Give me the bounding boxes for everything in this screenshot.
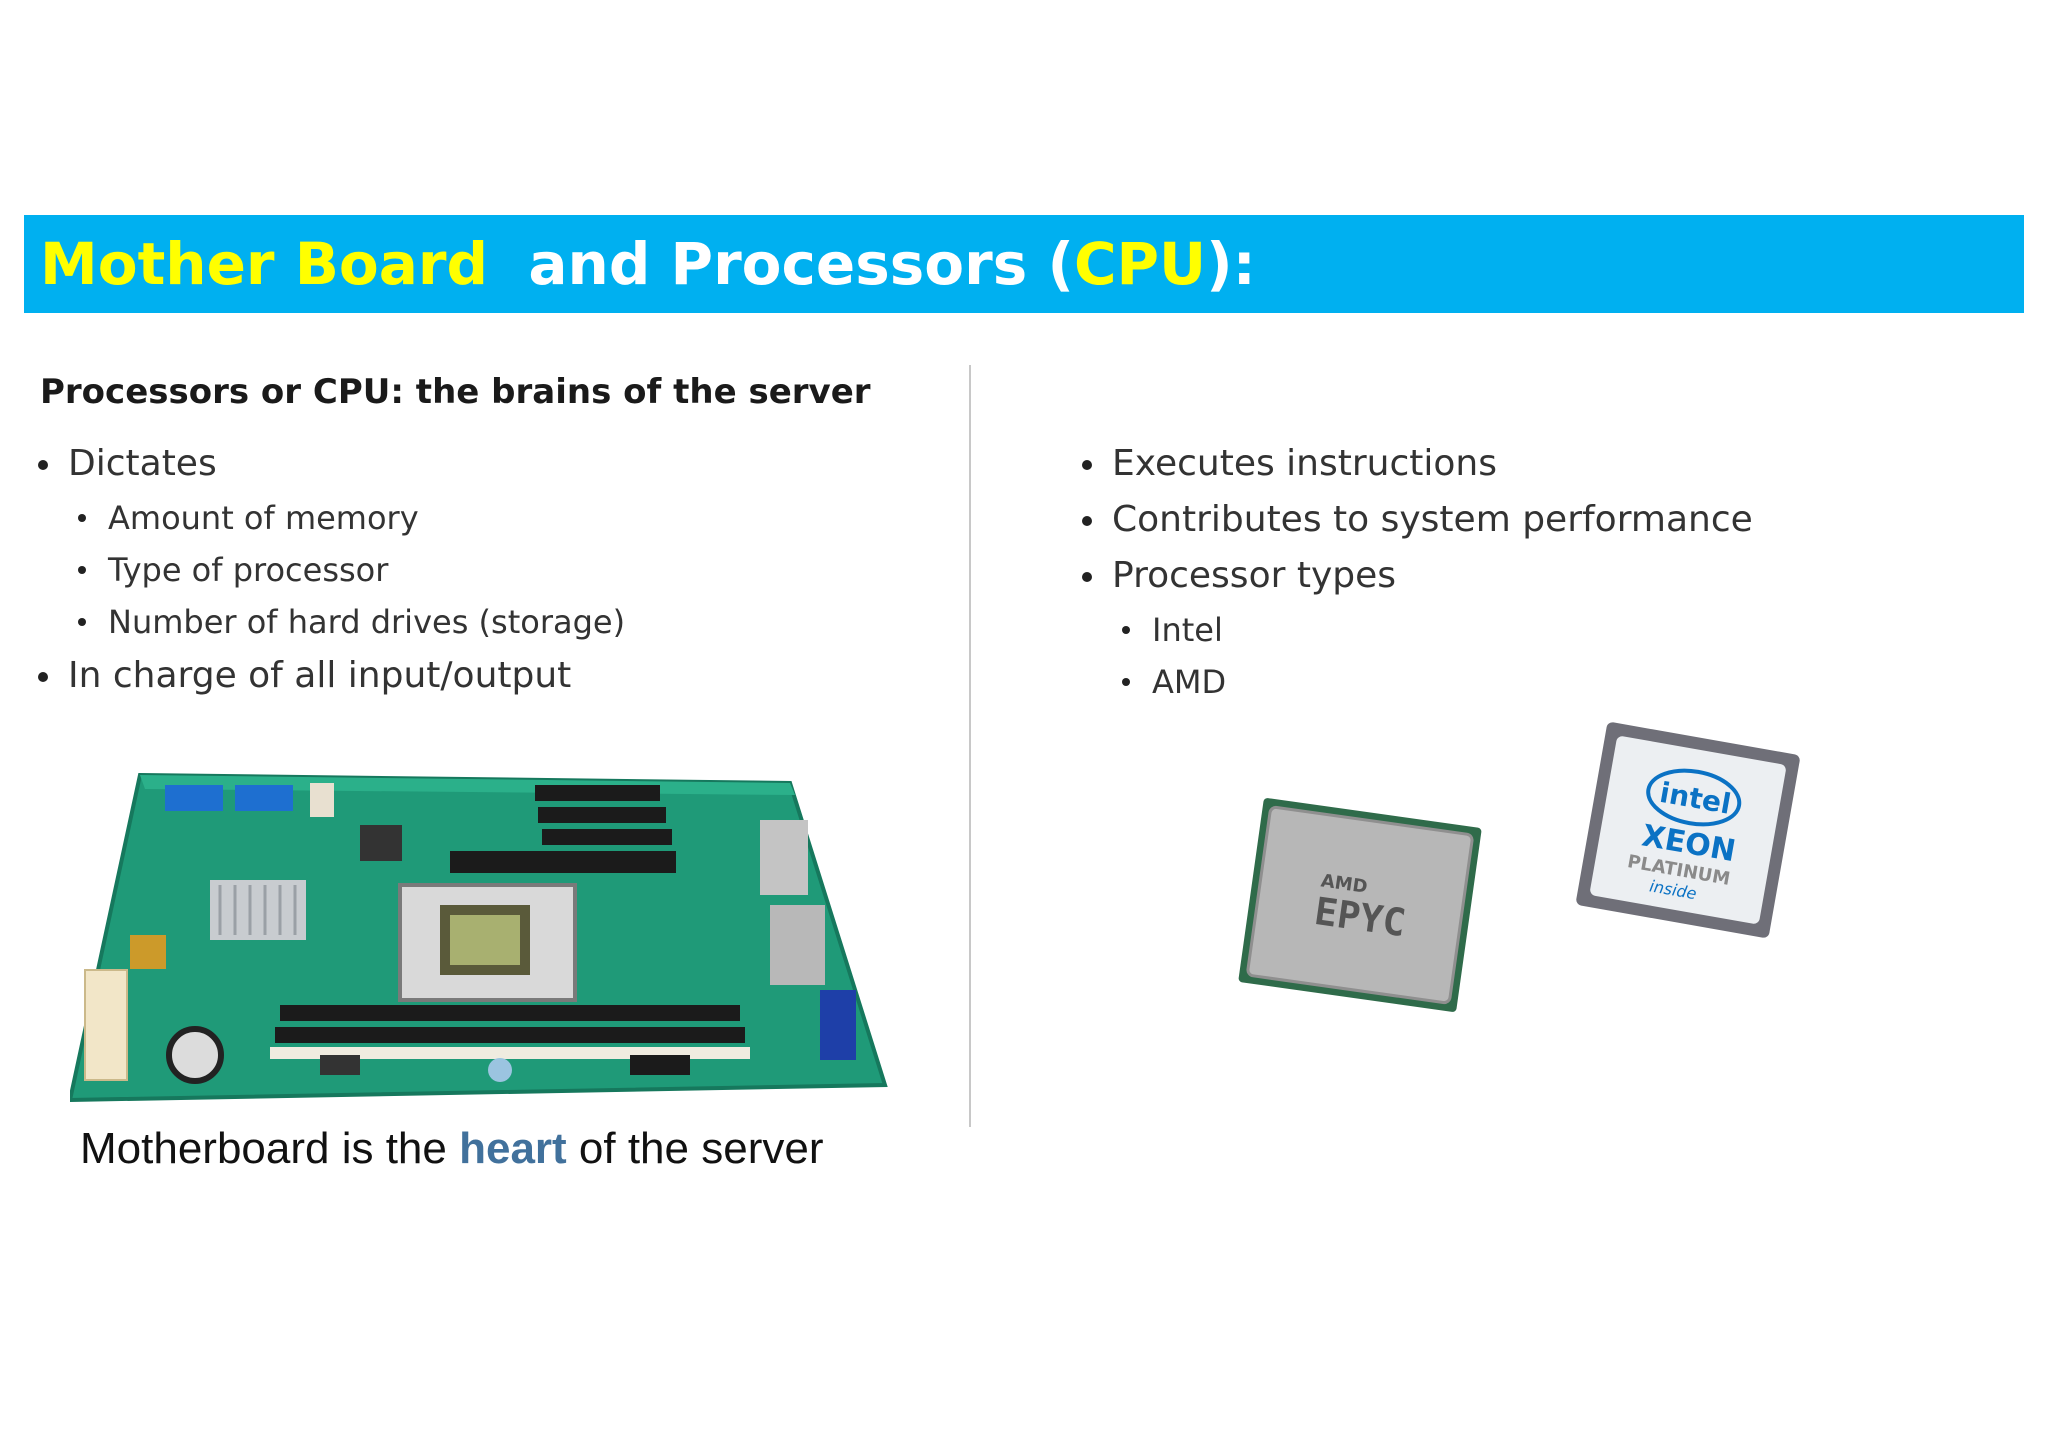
list-item: Dictates xyxy=(38,436,625,492)
list-item: AMD xyxy=(1082,656,1753,708)
caption-after: of the server xyxy=(566,1124,824,1173)
title-and-processors: and Processors ( xyxy=(488,230,1074,298)
list-item: Processor types xyxy=(1082,548,1753,604)
list-item: Intel xyxy=(1082,604,1753,656)
list-item: In charge of all input/output xyxy=(38,648,625,704)
list-item: Amount of memory xyxy=(38,492,625,544)
motherboard-image xyxy=(70,772,888,1103)
right-bullet-list: Executes instructions Contributes to sys… xyxy=(1082,436,1753,708)
title-colon: ): xyxy=(1206,230,1256,298)
list-item: Executes instructions xyxy=(1082,436,1753,492)
list-item: Contributes to system performance xyxy=(1082,492,1753,548)
list-item: Number of hard drives (storage) xyxy=(38,596,625,648)
left-heading: Processors or CPU: the brains of the ser… xyxy=(40,372,871,412)
motherboard-caption: Motherboard is the heart of the server xyxy=(80,1124,823,1174)
title-banner: Mother Board and Processors (CPU): xyxy=(24,215,2024,313)
caption-heart: heart xyxy=(459,1124,567,1173)
left-bullet-list: Dictates Amount of memory Type of proces… xyxy=(38,436,625,704)
column-divider xyxy=(969,365,971,1127)
list-item: Type of processor xyxy=(38,544,625,596)
slide-title: Mother Board and Processors (CPU): xyxy=(40,235,1256,293)
caption-before: Motherboard is the xyxy=(80,1124,460,1173)
title-cpu: CPU xyxy=(1073,230,1207,298)
amd-epyc-chip-image: AMD EPYC xyxy=(1238,798,1482,1012)
intel-xeon-chip-image: intel XEON PLATINUM inside xyxy=(1576,722,1800,938)
title-motherboard: Mother Board xyxy=(40,230,489,298)
